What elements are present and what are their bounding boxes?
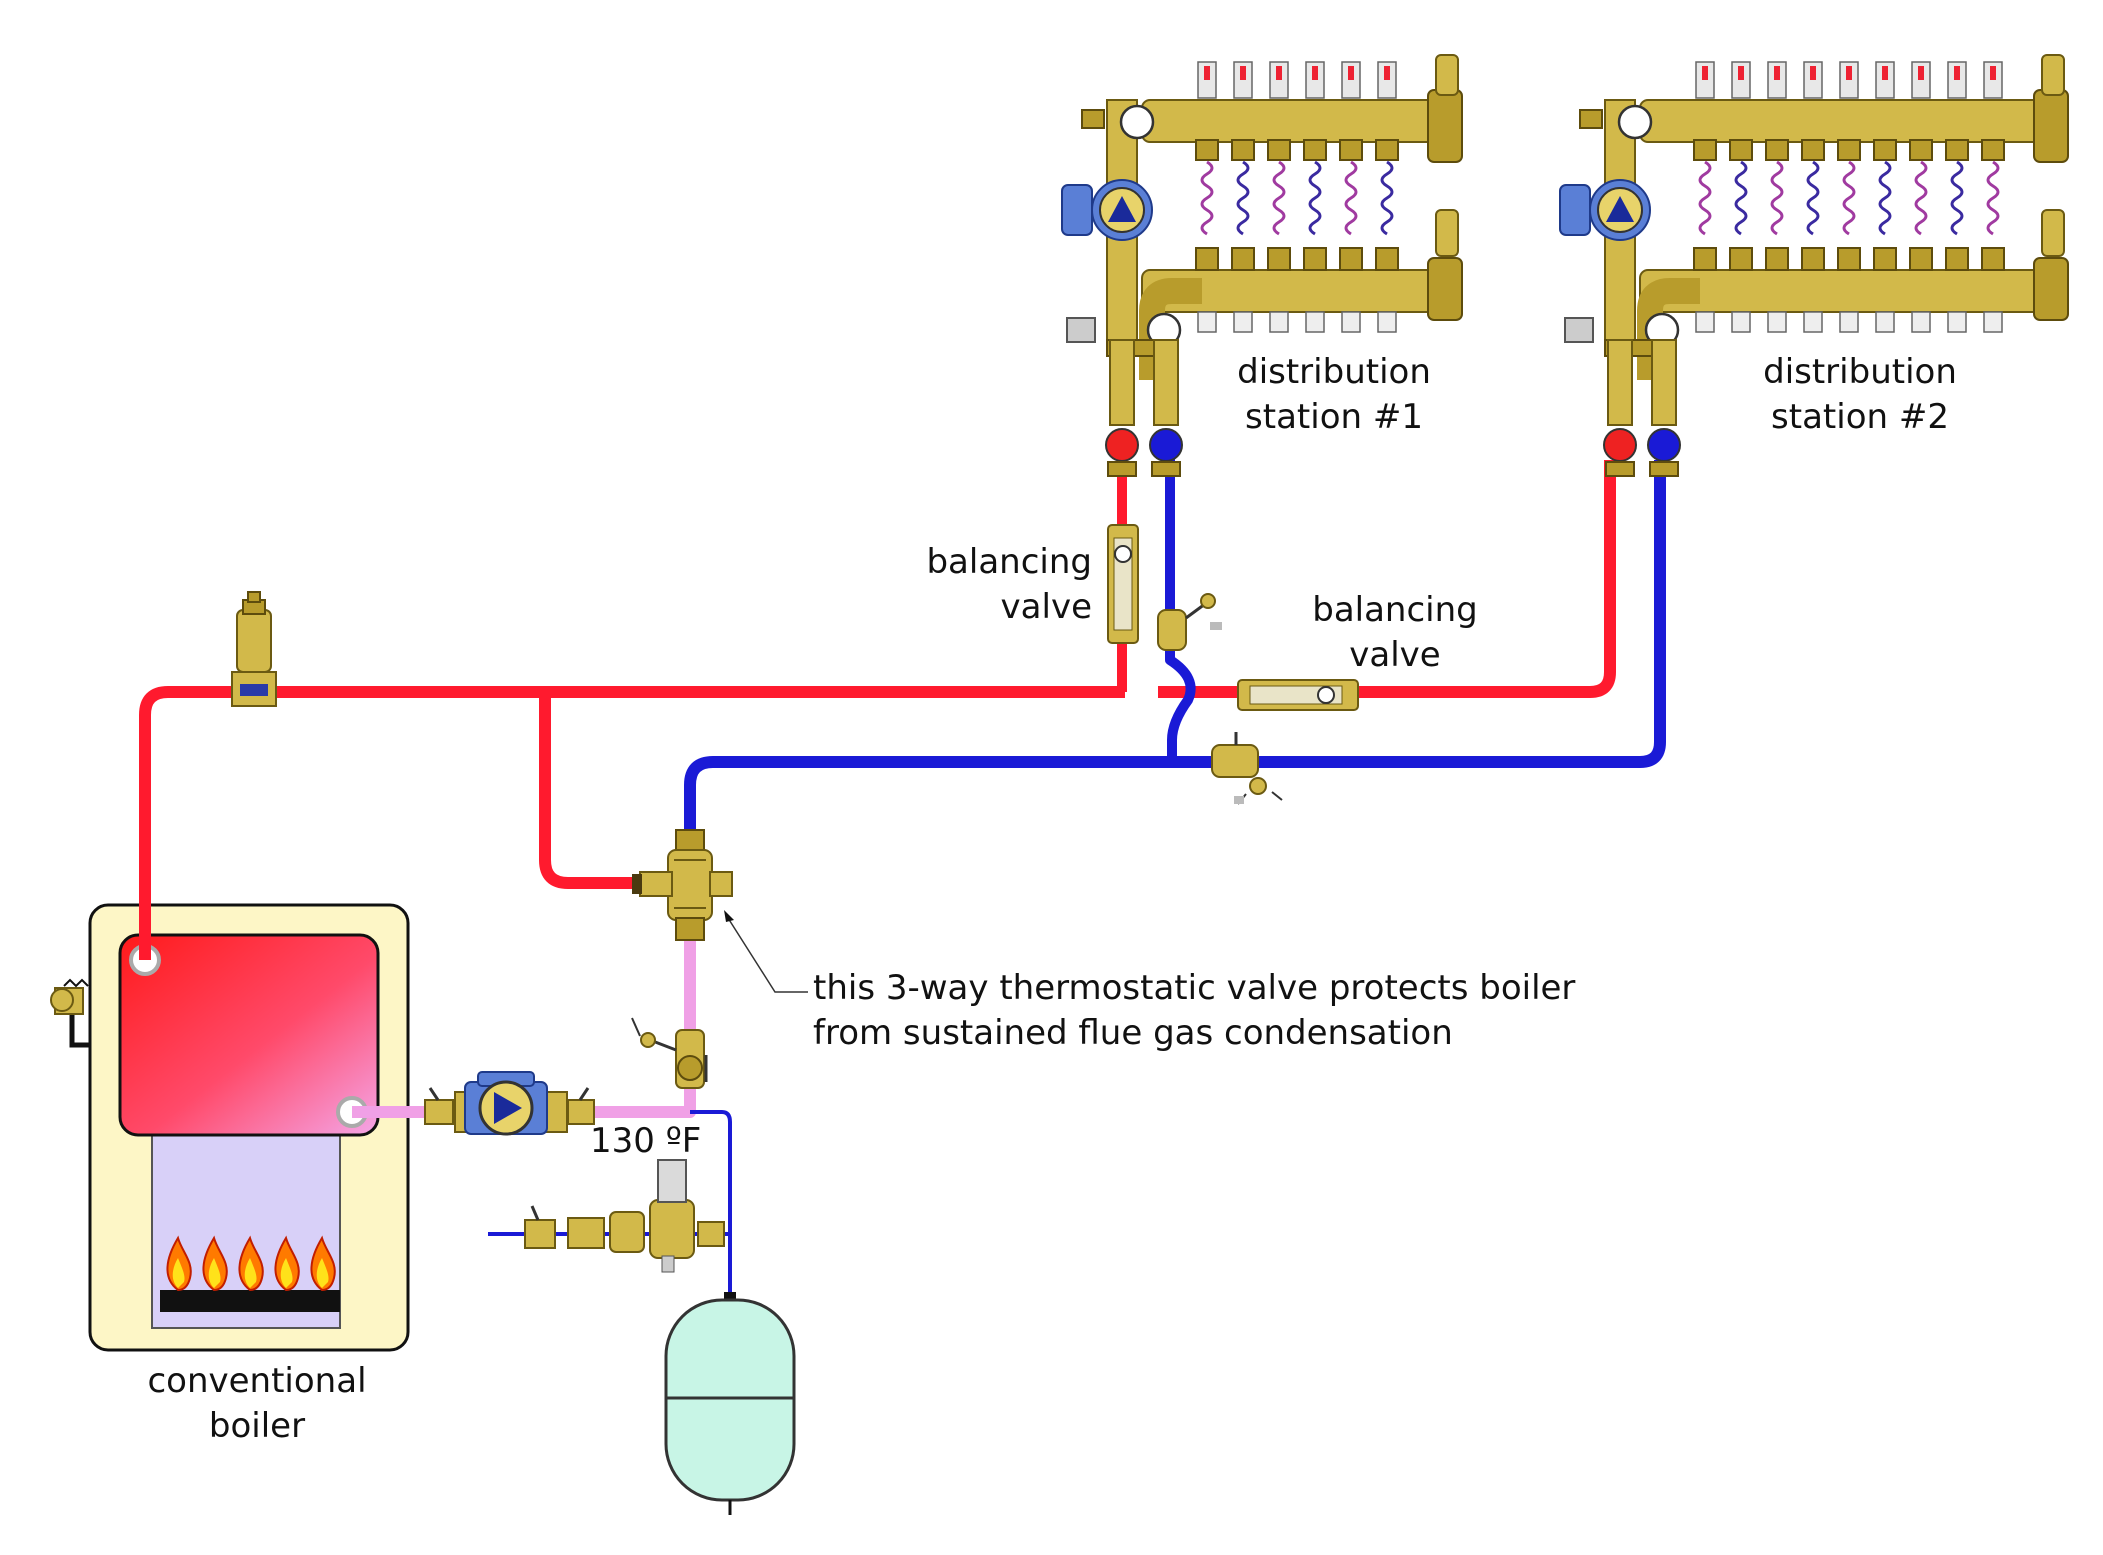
balancing-valve-2-label-line2: valve: [1349, 635, 1440, 675]
conventional-boiler: [88, 903, 410, 1352]
makeup-water-pipe: [690, 1110, 732, 1300]
loop-port: [1339, 61, 1363, 333]
pump-motor: [1061, 184, 1093, 236]
station2-label-line2: station #2: [1771, 397, 1949, 437]
return-elbow: [1139, 278, 1202, 380]
return-header: [1639, 269, 2065, 313]
supply-branch-to-mixing-valve: [539, 692, 640, 889]
balancing-valve-2-label-line1: balancing: [1312, 590, 1478, 630]
annotation-leader-arrow: [724, 910, 808, 993]
return-ball-valve-icon: [1149, 428, 1183, 462]
heat-exchanger: [118, 933, 380, 1137]
thermostatic-head: [1564, 317, 1594, 343]
header-end-cap: [1427, 89, 1463, 163]
thermostatic-valve-icon: [632, 829, 733, 941]
air-vent-icon: [1435, 54, 1459, 96]
supply-tail: [1109, 339, 1135, 426]
supply-header: [1639, 99, 2065, 143]
loop-port: [1981, 61, 2005, 333]
loop-port: [1801, 61, 1825, 333]
gauge-icon: [1119, 104, 1155, 140]
loop-port: [1231, 61, 1255, 333]
distribution-station-1: [1061, 54, 1463, 477]
burner-flame-icon: [166, 1235, 336, 1292]
header-end-cap: [2033, 257, 2069, 321]
supply-main-to-station2: [1158, 460, 1616, 698]
flame: [274, 1235, 300, 1292]
supply-tail: [1607, 339, 1633, 426]
header-end-cap: [1427, 257, 1463, 321]
loop-port: [1267, 61, 1291, 333]
loop-port: [1945, 61, 1969, 333]
expansion-tank-icon: [664, 1292, 796, 1515]
balancing-valve-2-icon: [1237, 679, 1359, 711]
air-vent-icon: [1435, 209, 1459, 257]
fill-valve: [1081, 109, 1105, 129]
air-vent-icon: [231, 591, 277, 707]
return-elbow: [1637, 278, 1700, 380]
air-vent-icon: [2041, 209, 2065, 257]
return-purge-valve-icon: [1157, 593, 1222, 651]
distribution-station-2: [1559, 54, 2069, 477]
supply-ball-valve-icon: [1105, 428, 1139, 462]
loop-port: [1303, 61, 1327, 333]
header-end-cap: [2033, 89, 2069, 163]
loop-port: [1195, 61, 1219, 333]
station1-label-line1: distribution: [1237, 352, 1431, 392]
thermostatic-head: [1066, 317, 1096, 343]
loop-port: [1909, 61, 1933, 333]
boiler-label-line2: boiler: [209, 1406, 305, 1446]
supply-ball-valve-icon: [1603, 428, 1637, 462]
balancing-valve-1-label-line1: balancing: [926, 542, 1092, 582]
loop-port: [1375, 61, 1399, 333]
loop-port: [1729, 61, 1753, 333]
loop-port: [1873, 61, 1897, 333]
return-main-purge-valve-icon: [1211, 732, 1283, 805]
relief-valve-icon: [50, 978, 90, 1048]
balancing-valve-1-label-line2: valve: [1001, 587, 1092, 627]
loop-port: [1837, 61, 1861, 333]
annotation-line2: from sustained flue gas condensation: [813, 1013, 1453, 1053]
balancing-valve-1-icon: [1107, 524, 1139, 644]
temperature-label: 130 ºF: [590, 1121, 701, 1161]
station1-label-line2: station #1: [1245, 397, 1423, 437]
return-ball-valve-icon: [1647, 428, 1681, 462]
purge-valve-icon: [631, 1017, 708, 1089]
boiler-circulator-icon: [424, 1071, 595, 1136]
gauge-icon: [1617, 104, 1653, 140]
return-from-station1-pipe: [1165, 445, 1196, 762]
supply-riser-pipe: [139, 686, 1125, 960]
return-tail: [1153, 339, 1179, 426]
burner: [160, 1290, 340, 1312]
annotation-line1: this 3-way thermostatic valve protects b…: [813, 968, 1575, 1008]
pressure-reducing-valve-icon: [524, 1159, 725, 1273]
flame: [310, 1235, 336, 1292]
air-vent-icon: [2041, 54, 2065, 96]
fill-valve: [1579, 109, 1603, 129]
flame: [202, 1235, 228, 1292]
boiler-label-line1: conventional: [147, 1361, 366, 1401]
return-tail: [1651, 339, 1677, 426]
pump-motor: [1559, 184, 1591, 236]
flame: [238, 1235, 264, 1292]
flame: [166, 1235, 192, 1292]
supply-header: [1141, 99, 1459, 143]
station2-label-line1: distribution: [1763, 352, 1957, 392]
loop-port: [1765, 61, 1789, 333]
loop-port: [1693, 61, 1717, 333]
